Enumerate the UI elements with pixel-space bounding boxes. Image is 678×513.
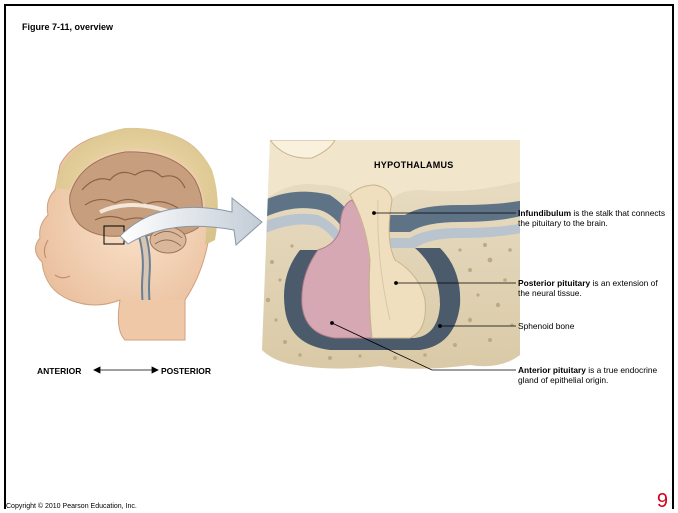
sphenoid-bone-callout: Sphenoid bone xyxy=(518,321,668,331)
anterior-pituitary-term: Anterior pituitary xyxy=(518,365,586,375)
orientation-arrow xyxy=(94,367,158,373)
pituitary-detail-panel xyxy=(255,135,525,375)
anterior-pituitary-callout: Anterior pituitary is a true endocrine g… xyxy=(518,365,668,386)
posterior-pituitary-callout: Posterior pituitary is an extension of t… xyxy=(518,278,668,299)
page-number: 9 xyxy=(657,490,668,513)
anterior-label: ANTERIOR xyxy=(37,366,81,376)
infundibulum-callout: Infundibulum is the stalk that connects … xyxy=(518,208,668,229)
hypothalamus-label: HYPOTHALAMUS xyxy=(374,160,454,170)
posterior-label: POSTERIOR xyxy=(161,366,211,376)
copyright-text: Copyright © 2010 Pearson Education, Inc. xyxy=(6,503,137,510)
posterior-pituitary-term: Posterior pituitary xyxy=(518,278,590,288)
infundibulum-term: Infundibulum xyxy=(518,208,571,218)
